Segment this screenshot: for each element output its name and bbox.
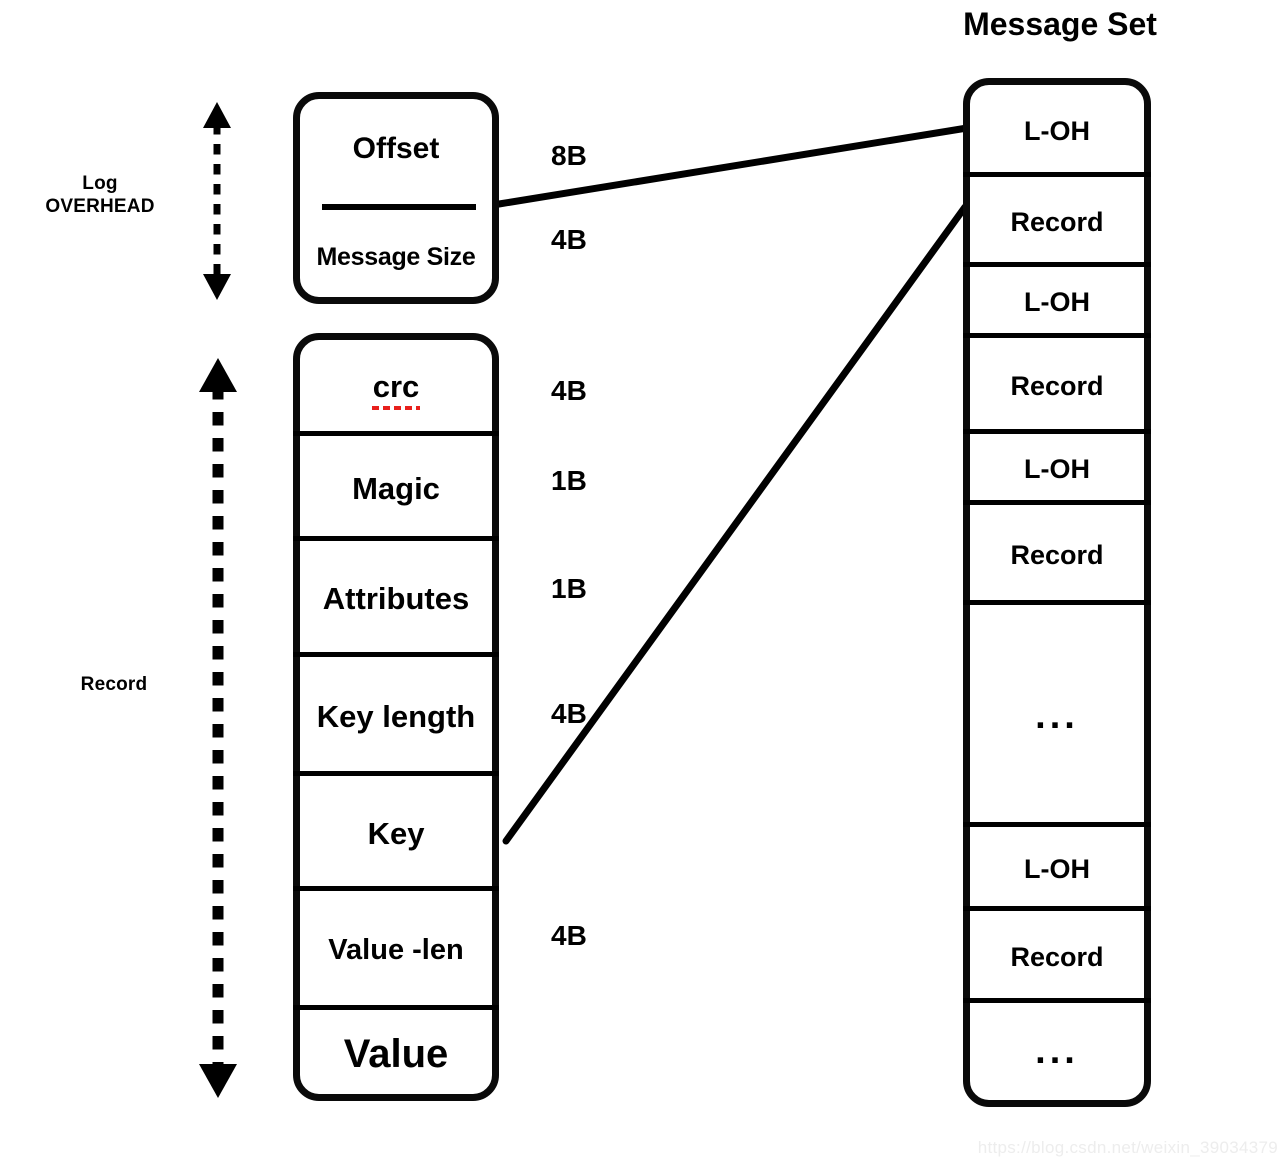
offset-box-divider	[322, 204, 476, 210]
log-overhead-label: Log OVERHEAD	[45, 173, 155, 218]
watermark: https://blog.csdn.net/weixin_39034379	[977, 1138, 1278, 1157]
cell-label: ...	[1035, 694, 1079, 737]
page-title: Message Set	[963, 6, 1157, 42]
cell-label: Record	[1010, 539, 1104, 570]
byte-label-message-size: 4B	[551, 224, 587, 255]
field-row-message-size: Message Size	[300, 217, 492, 297]
field-row-key: Key	[293, 776, 499, 891]
field-row-crc: crc	[293, 340, 499, 436]
field-label-value-len: Value -len	[328, 934, 464, 966]
message-set-cell-ellipsis-1: ...	[963, 605, 1151, 827]
field-label-attributes: Attributes	[322, 581, 470, 616]
field-row-offset: Offset	[300, 99, 492, 199]
cell-label: L-OH	[1024, 454, 1090, 484]
log-overhead-box: Offset Message Size	[293, 92, 499, 304]
message-set-cell-loh-2: L-OH	[963, 267, 1151, 338]
message-set-cell-loh-3: L-OH	[963, 434, 1151, 505]
byte-label-value-len: 4B	[551, 920, 587, 951]
field-label-message-size: Message Size	[316, 242, 476, 271]
byte-label-attributes: 1B	[551, 573, 587, 604]
field-row-attributes: Attributes	[293, 541, 499, 657]
field-row-value-len: Value -len	[293, 891, 499, 1010]
field-row-value: Value	[300, 1010, 492, 1098]
field-row-key-length: Key length	[293, 657, 499, 776]
cell-label: Record	[1010, 370, 1104, 401]
field-label-value: Value	[343, 1031, 449, 1076]
arrow-down-head-icon	[199, 1064, 237, 1098]
arrow-dashed-stem	[212, 386, 224, 1070]
message-set-box: L-OH Record L-OH Record L-OH Record ... …	[963, 78, 1151, 1107]
message-set-cell-loh-4: L-OH	[963, 827, 1151, 911]
field-label-key: Key	[367, 815, 425, 851]
message-set-cell-ellipsis-2: ...	[970, 1003, 1144, 1100]
field-label-magic: Magic	[352, 470, 440, 506]
field-label-offset: Offset	[352, 132, 440, 165]
record-box: crc Magic Attributes Key length Key Valu…	[293, 333, 499, 1101]
cell-label: L-OH	[1024, 853, 1090, 884]
connector-record-to-record	[502, 203, 969, 845]
cell-label: Record	[1010, 206, 1104, 237]
log-overhead-span-arrow-icon	[196, 102, 238, 300]
arrow-dashed-stem	[213, 124, 221, 278]
arrow-up-head-icon	[203, 102, 231, 128]
field-label-crc: crc	[371, 369, 420, 410]
record-span-arrow-icon	[190, 358, 246, 1098]
cell-label: Record	[1010, 941, 1104, 972]
cell-label: ...	[1035, 1030, 1079, 1072]
field-row-magic: Magic	[293, 436, 499, 541]
byte-label-key-length: 4B	[551, 698, 587, 729]
arrow-down-head-icon	[203, 274, 231, 300]
byte-label-offset: 8B	[551, 140, 587, 171]
message-set-cell-record-4: Record	[963, 911, 1151, 1003]
byte-label-crc: 4B	[551, 375, 587, 406]
message-set-cell-record-2: Record	[963, 338, 1151, 434]
cell-label: L-OH	[1024, 115, 1090, 146]
field-label-key-length: Key length	[316, 698, 476, 734]
message-set-cell-record-3: Record	[963, 505, 1151, 605]
byte-label-magic: 1B	[551, 465, 587, 496]
message-set-cell-record-1: Record	[963, 177, 1151, 267]
record-label: Record	[80, 674, 148, 695]
cell-label: L-OH	[1024, 287, 1090, 317]
message-set-cell-loh-1: L-OH	[963, 85, 1151, 177]
